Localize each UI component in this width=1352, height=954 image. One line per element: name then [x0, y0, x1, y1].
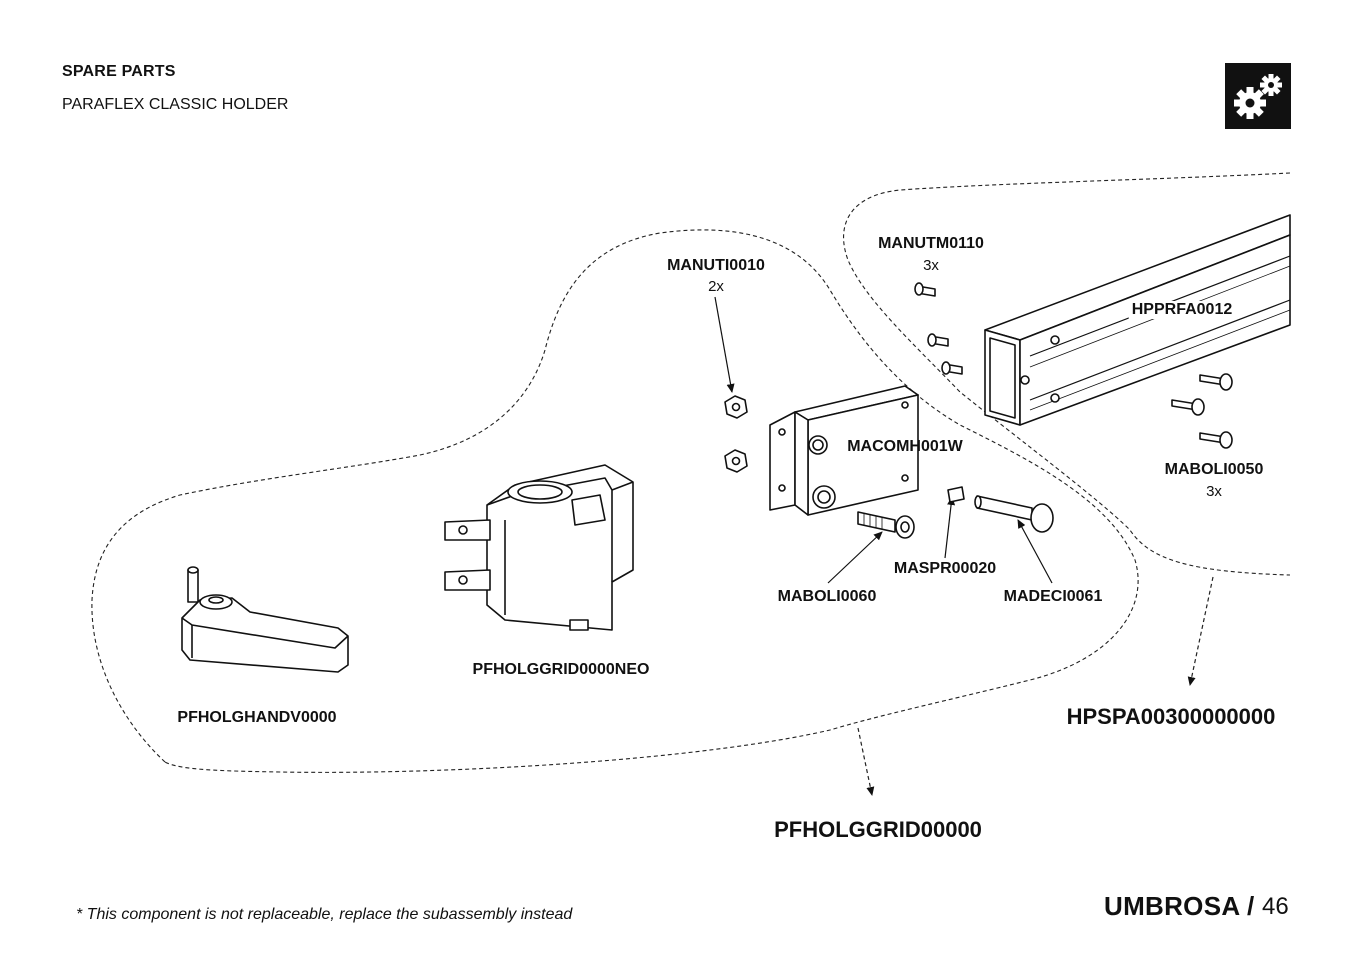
label-manutm0110: MANUTM0110 — [878, 235, 984, 252]
page-number: 46 — [1262, 893, 1289, 920]
label-maspr00020: MASPR00020 — [893, 560, 997, 577]
qty-manuti0010: 2x — [708, 278, 724, 295]
bolt-maboli0050 — [1171, 373, 1233, 449]
gears-icon — [1225, 63, 1291, 129]
page-title: SPARE PARTS — [62, 63, 176, 80]
label-macomh001w: MACOMH001W — [847, 438, 963, 455]
label-pfholggrid0000neo: PFHOLGGRID0000NEO — [472, 661, 650, 678]
grip-housing-pfholggrid0000neo — [444, 464, 634, 631]
qty-maboli0050: 3x — [1206, 483, 1222, 500]
assembly-label-pfholggrid: PFHOLGGRID00000 — [774, 817, 982, 842]
setscrew-maspr00020 — [947, 486, 965, 503]
label-madeci0061: MADECI0061 — [1003, 588, 1103, 605]
assembly-boundary-pfholggrid — [91, 229, 1139, 773]
qty-manutm0110: 3x — [923, 257, 939, 274]
label-maboli0050: MABOLI0050 — [1164, 461, 1264, 478]
label-maboli0060: MABOLI0060 — [777, 588, 877, 605]
bolt-madeci0061 — [974, 495, 1054, 533]
screw-maboli0060 — [857, 511, 915, 539]
footnote: * This component is not replaceable, rep… — [76, 906, 573, 923]
assembly-boundary-hpspa — [843, 172, 1291, 576]
label-manuti0010: MANUTI0010 — [667, 257, 765, 274]
label-hpprfa0012: HPPRFA0012 — [1128, 301, 1236, 319]
handle-pfholghandv0000 — [181, 566, 349, 673]
nut-manuti0010 — [724, 395, 748, 473]
screw-manutm0110 — [914, 282, 963, 375]
profile-rail-hpprfa0012 — [984, 214, 1291, 426]
brand-name: UMBROSA / — [1104, 891, 1255, 921]
bracket-macomh001w — [769, 385, 919, 516]
label-pfholghandv0000: PFHOLGHANDV0000 — [177, 709, 337, 726]
assembly-label-hpspa: HPSPA00300000000 — [1066, 704, 1276, 729]
page-subtitle: PARAFLEX CLASSIC HOLDER — [62, 96, 289, 113]
